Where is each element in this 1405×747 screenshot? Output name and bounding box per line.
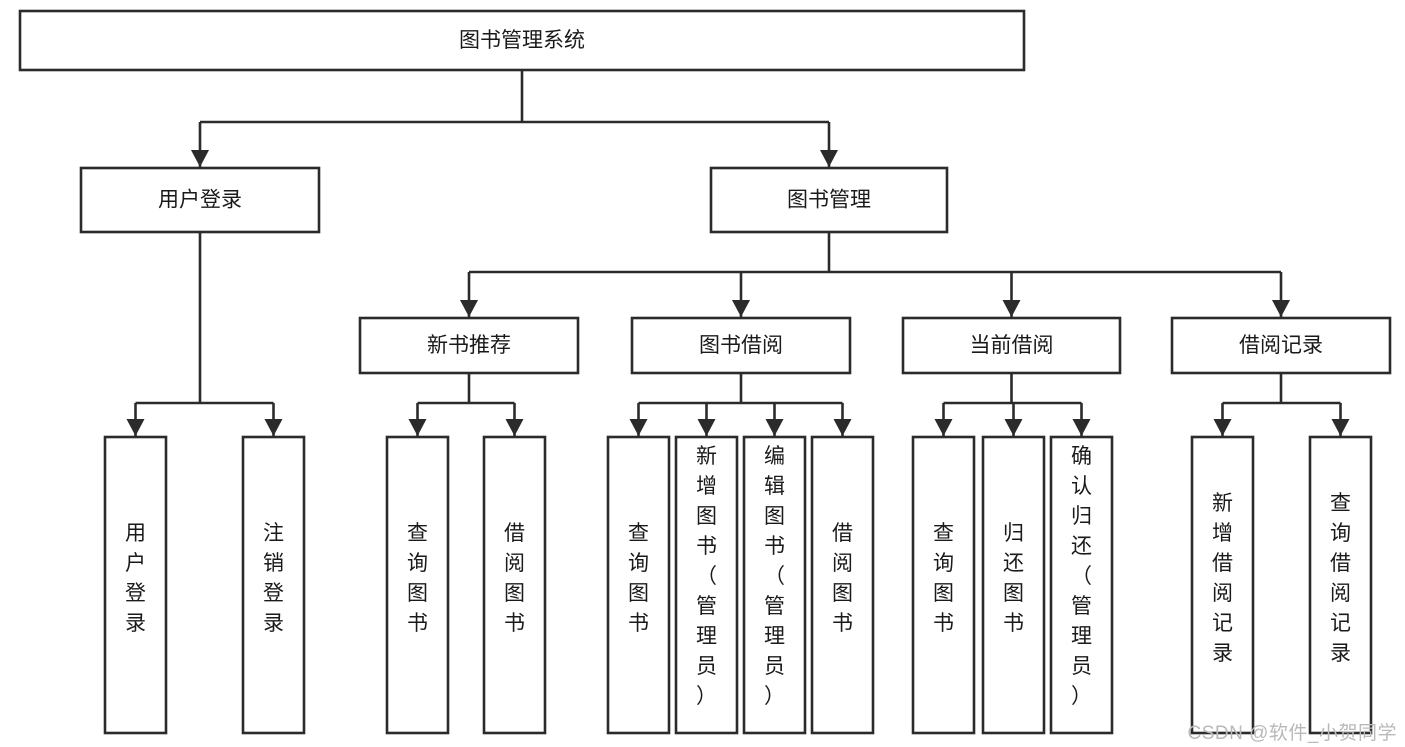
node-label: 查询图书 [407,522,428,635]
node-label: 用户登录 [158,189,242,212]
node-leaf-query-book-2[interactable]: 查询图书 [606,435,671,735]
node-box [709,166,949,234]
node-label: 图书管理系统 [459,29,585,52]
new-book-recommend-to-leaves-arrow-0 [408,419,427,436]
mgmt-to-level3-arrow-1 [732,300,750,317]
node-label: 借阅图书 [504,522,525,635]
node-leaf-query-record[interactable]: 查询借阅记录 [1308,435,1373,735]
node-leaf-edit-book[interactable]: 编辑图书（管理员） [742,435,807,735]
node-book-borrow[interactable]: 图书借阅 [630,316,852,375]
node-box [630,316,852,375]
node-label: 图书借阅 [699,334,783,357]
node-box [482,435,547,735]
book-borrow-to-leaves-arrow-1 [697,419,716,436]
current-borrow-to-leaves-arrow-2 [1072,419,1091,436]
node-box [901,316,1122,375]
node-label: 图书管理 [787,189,871,212]
node-label: 用户登录 [125,522,146,635]
node-label: 编辑图书（管理员） [764,445,785,708]
node-box [742,435,807,735]
node-book-management[interactable]: 图书管理 [709,166,949,234]
node-box [911,435,976,735]
node-leaf-query-book-3[interactable]: 查询图书 [911,435,976,735]
node-label: 归还图书 [1003,522,1024,635]
node-leaf-logout[interactable]: 注销登录 [241,435,306,735]
root-to-level2-arrow-0 [191,150,209,167]
node-box [385,435,450,735]
node-box [1049,435,1114,735]
node-label: 新增借阅记录 [1212,492,1233,665]
new-book-recommend-to-leaves-arrow-1 [505,419,524,436]
node-leaf-add-book[interactable]: 新增图书（管理员） [674,435,739,735]
node-box [103,435,168,735]
node-label: 当前借阅 [970,334,1054,357]
borrow-record-to-leaves-arrow-1 [1331,419,1350,436]
book-borrow-to-leaves-arrow-3 [833,419,852,436]
node-leaf-query-book-1[interactable]: 查询图书 [385,435,450,735]
mgmt-to-level3-arrow-0 [460,300,478,317]
node-label: 查询图书 [933,522,954,635]
book-borrow-to-leaves-arrow-0 [629,419,648,436]
current-borrow-to-leaves-arrow-1 [1004,419,1023,436]
user-login-to-leaves-arrow-1 [264,419,283,436]
current-borrow-to-leaves-arrow-0 [934,419,953,436]
node-label: 查询借阅记录 [1330,492,1351,665]
connectors-layer [126,70,1350,436]
book-borrow-to-leaves-arrow-2 [765,419,784,436]
node-label: 注销登录 [263,522,284,635]
user-login-to-leaves-arrow-0 [126,419,145,436]
node-box [810,435,875,735]
node-box [1308,435,1373,735]
node-current-borrow[interactable]: 当前借阅 [901,316,1122,375]
node-label: 确认归还（管理员） [1071,445,1092,708]
root-to-level2-arrow-1 [820,150,838,167]
nodes-layer: 图书管理系统用户登录图书管理新书推荐图书借阅当前借阅借阅记录用户登录注销登录查询… [18,9,1392,735]
node-user-login[interactable]: 用户登录 [79,166,321,234]
mgmt-to-level3-arrow-3 [1272,300,1290,317]
node-box [79,166,321,234]
borrow-record-to-leaves-arrow-0 [1213,419,1232,436]
node-box [241,435,306,735]
node-borrow-record[interactable]: 借阅记录 [1170,316,1392,375]
node-leaf-confirm-return[interactable]: 确认归还（管理员） [1049,435,1114,735]
node-leaf-borrow-book-2[interactable]: 借阅图书 [810,435,875,735]
node-leaf-user-login[interactable]: 用户登录 [103,435,168,735]
node-label: 查询图书 [628,522,649,635]
node-label: 借阅图书 [832,522,853,635]
node-label: 借阅记录 [1239,334,1323,357]
node-box [18,9,1026,72]
node-label: 新增图书（管理员） [696,445,717,708]
node-box [1170,316,1392,375]
node-box [358,316,580,375]
node-box [606,435,671,735]
mgmt-to-level3-arrow-2 [1002,300,1021,317]
node-box [981,435,1046,735]
node-new-book-recommend[interactable]: 新书推荐 [358,316,580,375]
node-leaf-return-book[interactable]: 归还图书 [981,435,1046,735]
node-label: 新书推荐 [427,334,511,357]
node-box [1190,435,1255,735]
node-box [674,435,739,735]
node-leaf-borrow-book-1[interactable]: 借阅图书 [482,435,547,735]
node-root-root[interactable]: 图书管理系统 [18,9,1026,72]
node-leaf-add-record[interactable]: 新增借阅记录 [1190,435,1255,735]
